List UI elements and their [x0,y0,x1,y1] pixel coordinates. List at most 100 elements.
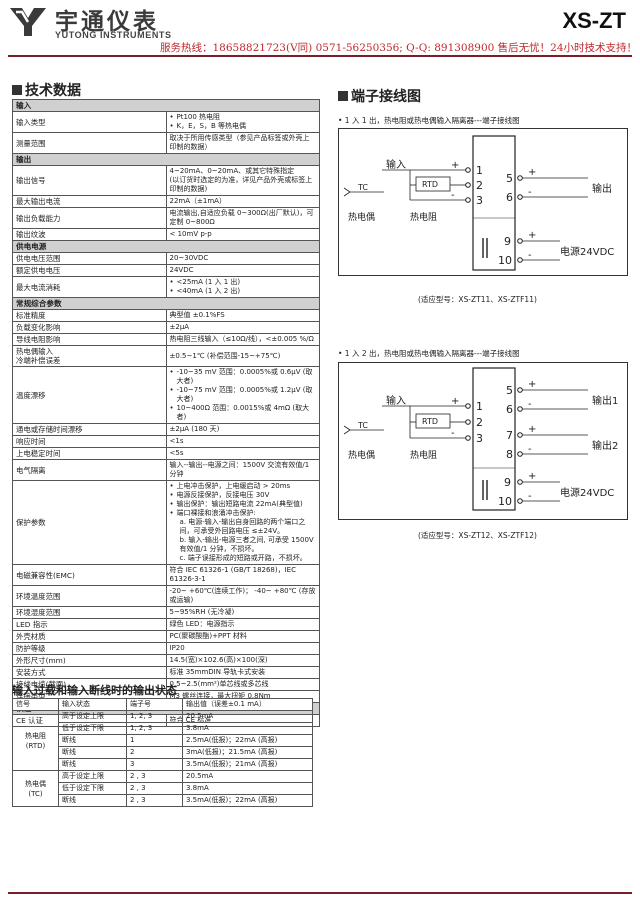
tc-label: TC [357,421,368,430]
spec-value: 14.5(宽)×102.6(高)×100(深) [165,654,320,667]
status-header-cell: 输入状态 [58,698,127,711]
service-hotline: 服务热线：18658821723(V同) 0571-56250356; Q-Q:… [160,42,638,54]
status-signal-cell: 热电阻 (RTD) [12,710,59,771]
spec-value: 绿色 LED：电源指示 [165,618,320,631]
spec-key: 输出信号 [12,165,167,196]
status-cell: 2 , 3 [126,782,183,795]
spec-key: 防护等级 [12,642,167,655]
spec-table: 输入输入类型Pt100 热电阻K，E，S，B 等热电偶测量范围取决于所用传感类型… [12,99,320,727]
spec-value-line: Pt100 热电阻 [170,113,317,122]
spec-key: 热电偶输入 冷端补偿误差 [12,345,167,367]
term-6: 6 [506,191,513,204]
spec-value: ±2μA (180 天) [165,423,320,436]
status-cell: 高于设定上限 [58,770,127,783]
term-7: 7 [506,429,513,442]
output2-label: 输出2 [592,439,618,452]
diagram2-note: • 1 入 2 出，热电阻或热电偶输入隔离器---端子接线图 [338,349,520,358]
status-cell: 高于设定上限 [58,710,127,723]
section-square-icon [12,85,22,95]
spec-section-title: 技术数据 [12,80,81,100]
status-cell: 20.5mA [182,710,313,723]
spec-value: < 10mV p-p [165,228,320,241]
spec-row: 环境温度范围-20~ +60℃(连续工作)； -40~ +80℃ (存放或运输) [12,585,320,607]
term-10: 10 [498,254,512,267]
spec-value: 符合 IEC 61326-1 (GB/T 18268)，IEC 61326-3-… [165,564,320,586]
svg-text:+: + [528,167,536,178]
term-1: 1 [476,400,483,413]
input-label: 输入 [386,394,406,407]
spec-value-line: 输出保护：输出短路电流 22mA(典型值) [170,500,317,509]
diagram2-caption: (适应型号：XS-ZT12、XS-ZTF12) [418,531,537,540]
rtd-caption: 热电阻 [410,449,437,461]
diagram1-caption: (适应型号：XS-ZT11、XS-ZTF11) [418,295,537,304]
spec-key: 电气隔离 [12,459,167,481]
svg-text:+: + [528,424,536,435]
spec-value-line: 10~400Ω 范围：0.0015%或 4mΩ (取大者) [170,404,317,422]
wiring-diagram-1: 1 2 3 5 6 9 10 输入 + RTD - TC 热电偶 热电阻 + -… [338,128,628,276]
spec-key: 外形尺寸(mm) [12,654,167,667]
spec-value: 电流输出,自适应负载 0~300Ω(出厂默认)，可定制 0~800Ω [165,207,320,229]
spec-key: 上电稳定时间 [12,447,167,460]
term-8: 8 [506,448,513,461]
wiring-diagram-2: 1 2 3 5 6 7 8 9 10 输入 + RTD - TC 热电偶 热电阻… [338,362,628,520]
status-cell: 3.8mA [182,782,313,795]
term-3: 3 [476,432,483,445]
spec-row: 电气隔离输入--输出--电源之间：1500V 交流有效值/1 分钟 [12,459,320,481]
spec-key: 响应时间 [12,435,167,448]
spec-value: 4~20mA、0~20mA、或其它特殊指定(以订货时选定的为准，详见产品外壳或标… [165,165,320,196]
term-6: 6 [506,403,513,416]
spec-group-label: 输出 [12,153,320,166]
spec-key: 导线电阻影响 [12,333,167,346]
spec-value: -10~35 mV 范围：0.0005%或 0.6μV (取大者)-10~75 … [165,366,320,424]
status-cell: 断线 [58,758,127,771]
spec-key: 最大电流消耗 [12,276,167,298]
svg-text:+: + [528,379,536,390]
status-header-cell: 端子号 [126,698,183,711]
spec-row: 导线电阻影响热电阻三线输入（≤10Ω/线），<±0.005 %/Ω [12,333,320,346]
term-9: 9 [504,235,511,248]
spec-value: <5s [165,447,320,460]
status-cell: 20.5mA [182,770,313,783]
spec-value: 热电阻三线输入（≤10Ω/线），<±0.005 %/Ω [165,333,320,346]
status-signal-cell: 热电偶 (TC) [12,770,59,807]
term-2: 2 [476,179,483,192]
rtd-label: RTD [422,180,438,189]
spec-row: 温度漂移-10~35 mV 范围：0.0005%或 0.6μV (取大者)-10… [12,366,320,424]
spec-value: 22mA（±1mA） [165,195,320,208]
output1-label: 输出1 [592,394,618,407]
term-3: 3 [476,194,483,207]
spec-key: LED 指示 [12,618,167,631]
rtd-caption: 热电阻 [410,211,437,223]
svg-text:-: - [451,190,455,201]
svg-text:+: + [451,160,459,171]
status-cell: 3.5mA(低报)；22mA (高报) [182,794,313,807]
spec-key: 温度漂移 [12,366,167,424]
spec-value: 24VDC [165,264,320,277]
term-2: 2 [476,416,483,429]
power-label: 电源24VDC [560,486,614,499]
brand-name-cn: 宇通仪表 [55,9,159,35]
status-cell: 2 [126,746,183,759]
spec-value-line: -10~75 mV 范围：0.0005%或 1.2μV (取大者) [170,386,317,404]
status-cell: 2 , 3 [126,794,183,807]
spec-row: 电磁兼容性(EMC)符合 IEC 61326-1 (GB/T 18268)，IE… [12,564,320,586]
status-cell: 1 [126,734,183,747]
spec-key: 电磁兼容性(EMC) [12,564,167,586]
spec-row: 输入类型Pt100 热电阻K，E，S，B 等热电偶 [12,111,320,133]
spec-row: 响应时间<1s [12,435,320,448]
spec-group-row: 供电电源 [12,240,320,253]
status-header-cell: 信号 [12,698,59,711]
wiring-section-title: 端子接线图 [338,86,421,106]
spec-key: 外壳材质 [12,630,167,643]
svg-text:+: + [451,396,459,407]
spec-value-line: c. 端子误接形成的短路或开路，不损坏。 [179,554,307,562]
spec-row: 最大电流消耗<25mA (1 入 1 出)<40mA (1 入 2 出) [12,276,320,298]
spec-value: 上电冲击保护，上电缓启动 > 20ms电源反接保护，反接电压 30V输出保护：输… [165,480,320,565]
spec-value-line: (以订货时选定的为准，详见产品外壳或标签上印制的数据) [169,176,313,193]
rtd-label: RTD [422,417,438,426]
diagram1-note: • 1 入 1 出，热电阻或热电偶输入隔离器---端子接线图 [338,116,520,125]
svg-text:-: - [451,428,455,439]
output-label: 输出 [592,182,612,195]
